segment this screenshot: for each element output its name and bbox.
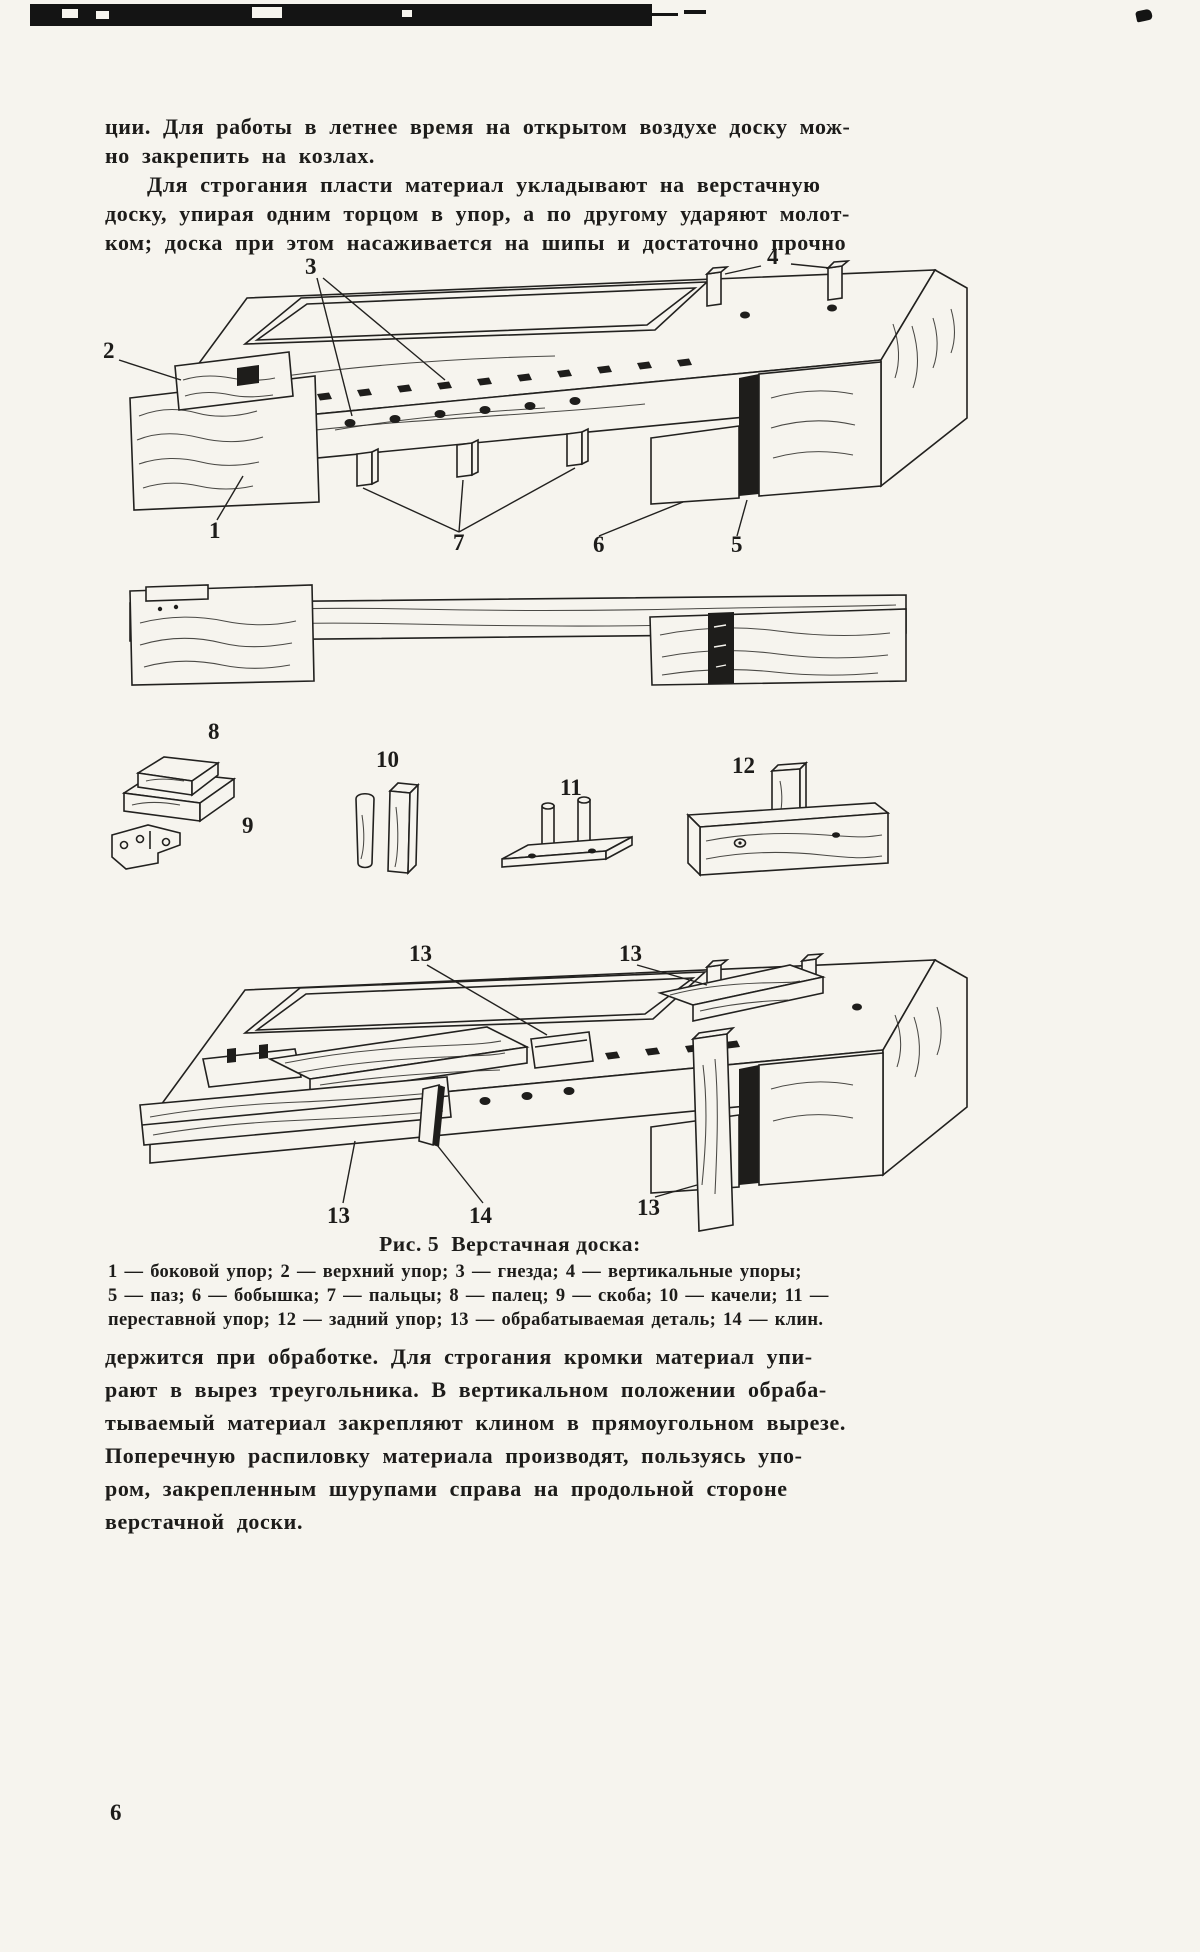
- figure-label-6: 6: [593, 532, 605, 557]
- front-face-holes: [344, 397, 581, 427]
- figure-parts: 8 9 10 11 12: [111, 719, 891, 877]
- text-line: верстачной доски.: [105, 1509, 304, 1534]
- scan-artifact-dash: [648, 13, 678, 16]
- figure-workbench-side-view: [129, 584, 907, 686]
- scan-artifact-corner-mark: [1135, 8, 1153, 23]
- text-line: тываемый материал закрепляют клином в пр…: [105, 1410, 846, 1435]
- workbench-in-use-drawing: [139, 953, 968, 1232]
- legend-line: 5 — паз; 6 — бобышка; 7 — пальцы; 8 — па…: [108, 1286, 829, 1306]
- part-9-bracket: [111, 824, 181, 870]
- part-10-rockers: [355, 782, 420, 875]
- page-number: 6: [110, 1800, 122, 1825]
- figure-label-10: 10: [376, 747, 399, 772]
- wedge-14: [418, 1083, 445, 1147]
- text-line: Поперечную распиловку материала производ…: [105, 1443, 803, 1468]
- figure-label-13b: 13: [619, 941, 642, 966]
- text-line: ции. Для работы в летнее время на открыт…: [105, 114, 851, 139]
- vertical-stops-4: [704, 260, 851, 307]
- figure-title: Верстачная доска:: [451, 1232, 641, 1256]
- leader-lines: [342, 964, 708, 1204]
- text-line: доску, упирая одним торцом в упор, а по …: [105, 201, 850, 226]
- paragraph-bottom: держится при обработке. Для строгания кр…: [105, 1340, 925, 1538]
- figure-label-9: 9: [242, 813, 254, 838]
- workbench-board-drawing: [129, 260, 968, 511]
- stop-piece: [530, 1031, 594, 1069]
- part-11-movable-stop: [501, 796, 633, 868]
- legend-line: переставной упор; 12 — задний упор; 13 —…: [108, 1310, 824, 1330]
- scan-notch: [402, 10, 412, 17]
- part-8-finger: [121, 756, 237, 823]
- part-12-rear-stop: [686, 761, 891, 877]
- side-view-drawing: [129, 584, 907, 686]
- leader-lines: [118, 263, 831, 537]
- scan-notch: [62, 9, 78, 18]
- figure-workbench-isometric: 3 4 2 1 7 6 5: [103, 248, 968, 557]
- text-line: Для строгания пласти материал укладывают…: [147, 172, 821, 197]
- figure-legend: 1 — боковой упор; 2 — верхний упор; 3 — …: [108, 1260, 908, 1332]
- figure-workbench-with-workpieces: 13 13 13 14 13: [139, 941, 968, 1232]
- text-line: но закрепить на козлах.: [105, 143, 376, 168]
- scan-notch: [96, 11, 109, 19]
- figure-label-4: 4: [767, 248, 779, 269]
- block-6: [650, 425, 740, 505]
- text-line: рают в вырез треугольника. В вертикально…: [105, 1377, 827, 1402]
- workpiece-middle: [267, 1026, 530, 1096]
- scan-artifact-dash: [684, 10, 706, 14]
- figure-label-8: 8: [208, 719, 220, 744]
- figure-label-12: 12: [732, 753, 755, 778]
- figure-label-2: 2: [103, 338, 115, 363]
- workpiece-vertical: [690, 1026, 736, 1232]
- figure-caption: Рис. 5 Верстачная доска:: [105, 1232, 915, 1257]
- figure-label-14: 14: [469, 1203, 493, 1228]
- figure-label-13d: 13: [637, 1195, 660, 1220]
- legend-line: 1 — боковой упор; 2 — верхний упор; 3 — …: [108, 1262, 802, 1282]
- slot-5: [739, 374, 759, 496]
- figure-label-13a: 13: [409, 941, 432, 966]
- paragraph-top: ции. Для работы в летнее время на открыт…: [105, 112, 925, 257]
- scan-notch: [252, 7, 282, 18]
- figure-label-7: 7: [453, 530, 465, 555]
- text-line: ром, закрепленным шурупами справа на про…: [105, 1476, 788, 1501]
- figure-label-5: 5: [731, 532, 743, 557]
- socket-holes: [317, 358, 692, 401]
- figure-label-3: 3: [305, 254, 317, 279]
- workpiece-front: [139, 1076, 452, 1146]
- text-line: ком; доска при этом насаживается на шипы…: [105, 230, 847, 255]
- figure-number: Рис. 5: [379, 1232, 440, 1256]
- scan-artifact-top-bar: [30, 4, 652, 26]
- workpiece-top-right: [657, 964, 826, 1022]
- figure-label-11: 11: [560, 775, 582, 800]
- figure-label-1: 1: [209, 518, 221, 543]
- top-stop-block-2: [174, 351, 294, 411]
- figure-label-13c: 13: [327, 1203, 350, 1228]
- pegs-7: [356, 427, 589, 487]
- text-line: держится при обработке. Для строгания кр…: [105, 1344, 813, 1369]
